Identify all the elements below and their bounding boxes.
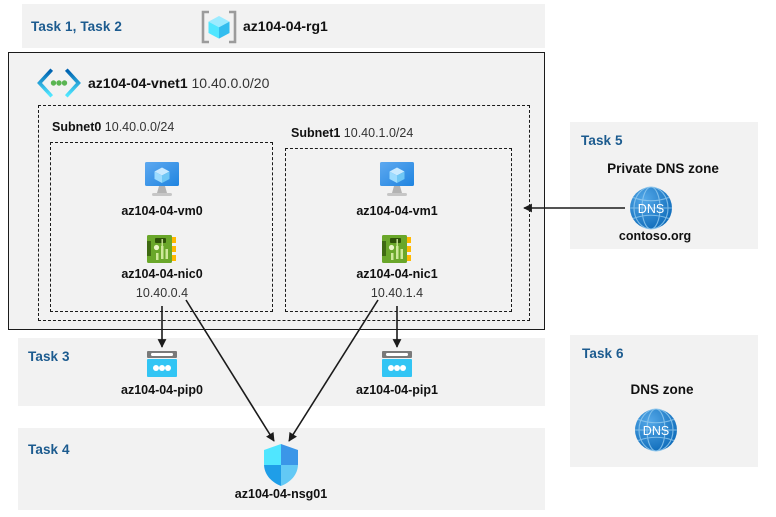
- nic0-label: az104-04-nic0: [121, 267, 203, 281]
- pip0-label: az104-04-pip0: [121, 383, 203, 397]
- resource-group-name: az104-04-rg1: [243, 18, 328, 34]
- virtual-machine-icon: [139, 160, 185, 200]
- subnet0-cidr: 10.40.0.0/24: [104, 120, 175, 134]
- private-dns-heading: Private DNS zone: [607, 161, 719, 176]
- public-dns-heading: DNS zone: [630, 382, 694, 397]
- task-label-6: Task 6: [582, 346, 624, 361]
- task-label-5: Task 5: [581, 133, 623, 148]
- vnet-cidr: 10.40.0.0/20: [191, 75, 270, 91]
- task-label-4: Task 4: [28, 442, 70, 457]
- vnet-panel: [8, 52, 545, 330]
- vnet-name: az104-04-vnet1 10.40.0.0/20: [88, 75, 269, 91]
- virtual-machine-icon: [374, 160, 420, 200]
- resource-group-name-text: az104-04-rg1: [243, 18, 328, 34]
- private-dns-panel: [570, 122, 758, 249]
- nic1-ip: 10.40.1.4: [370, 286, 424, 300]
- virtual-network-icon: [36, 68, 82, 98]
- subnets-group-box: [38, 105, 530, 321]
- vm0-label: az104-04-vm0: [121, 204, 203, 218]
- network-interface-icon: [380, 234, 414, 264]
- dns-icon-text: DNS: [638, 202, 664, 216]
- resource-group-icon: [200, 8, 238, 46]
- subnet0-title: Subnet0 10.40.0.0/24: [52, 120, 174, 134]
- subnet1-cidr: 10.40.1.0/24: [343, 126, 414, 140]
- resource-group-header-panel: [22, 4, 545, 48]
- nic1-label: az104-04-nic1: [356, 267, 438, 281]
- dns-zone-icon: DNS: [628, 185, 674, 231]
- nic0-ip: 10.40.0.4: [135, 286, 189, 300]
- task-label-3: Task 3: [28, 349, 70, 364]
- subnet1-name: Subnet1: [291, 126, 341, 140]
- public-ip-address-icon: [379, 350, 415, 380]
- network-security-group-icon: [261, 443, 301, 487]
- public-ip-address-icon: [144, 350, 180, 380]
- dns-zone-icon: DNS: [633, 407, 679, 453]
- public-ip-panel: [18, 338, 545, 406]
- subnet1-box: [285, 148, 512, 312]
- vm1-label: az104-04-vm1: [356, 204, 438, 218]
- pip1-label: az104-04-pip1: [356, 383, 438, 397]
- subnet0-name: Subnet0: [52, 120, 102, 134]
- dns-icon-text: DNS: [643, 424, 669, 438]
- private-dns-zone-name: contoso.org: [618, 229, 692, 243]
- vnet-name-text: az104-04-vnet1: [88, 75, 188, 91]
- network-interface-icon: [145, 234, 179, 264]
- nsg-label: az104-04-nsg01: [234, 487, 328, 501]
- subnet1-title: Subnet1 10.40.1.0/24: [291, 126, 413, 140]
- task-label-1-2: Task 1, Task 2: [31, 19, 122, 34]
